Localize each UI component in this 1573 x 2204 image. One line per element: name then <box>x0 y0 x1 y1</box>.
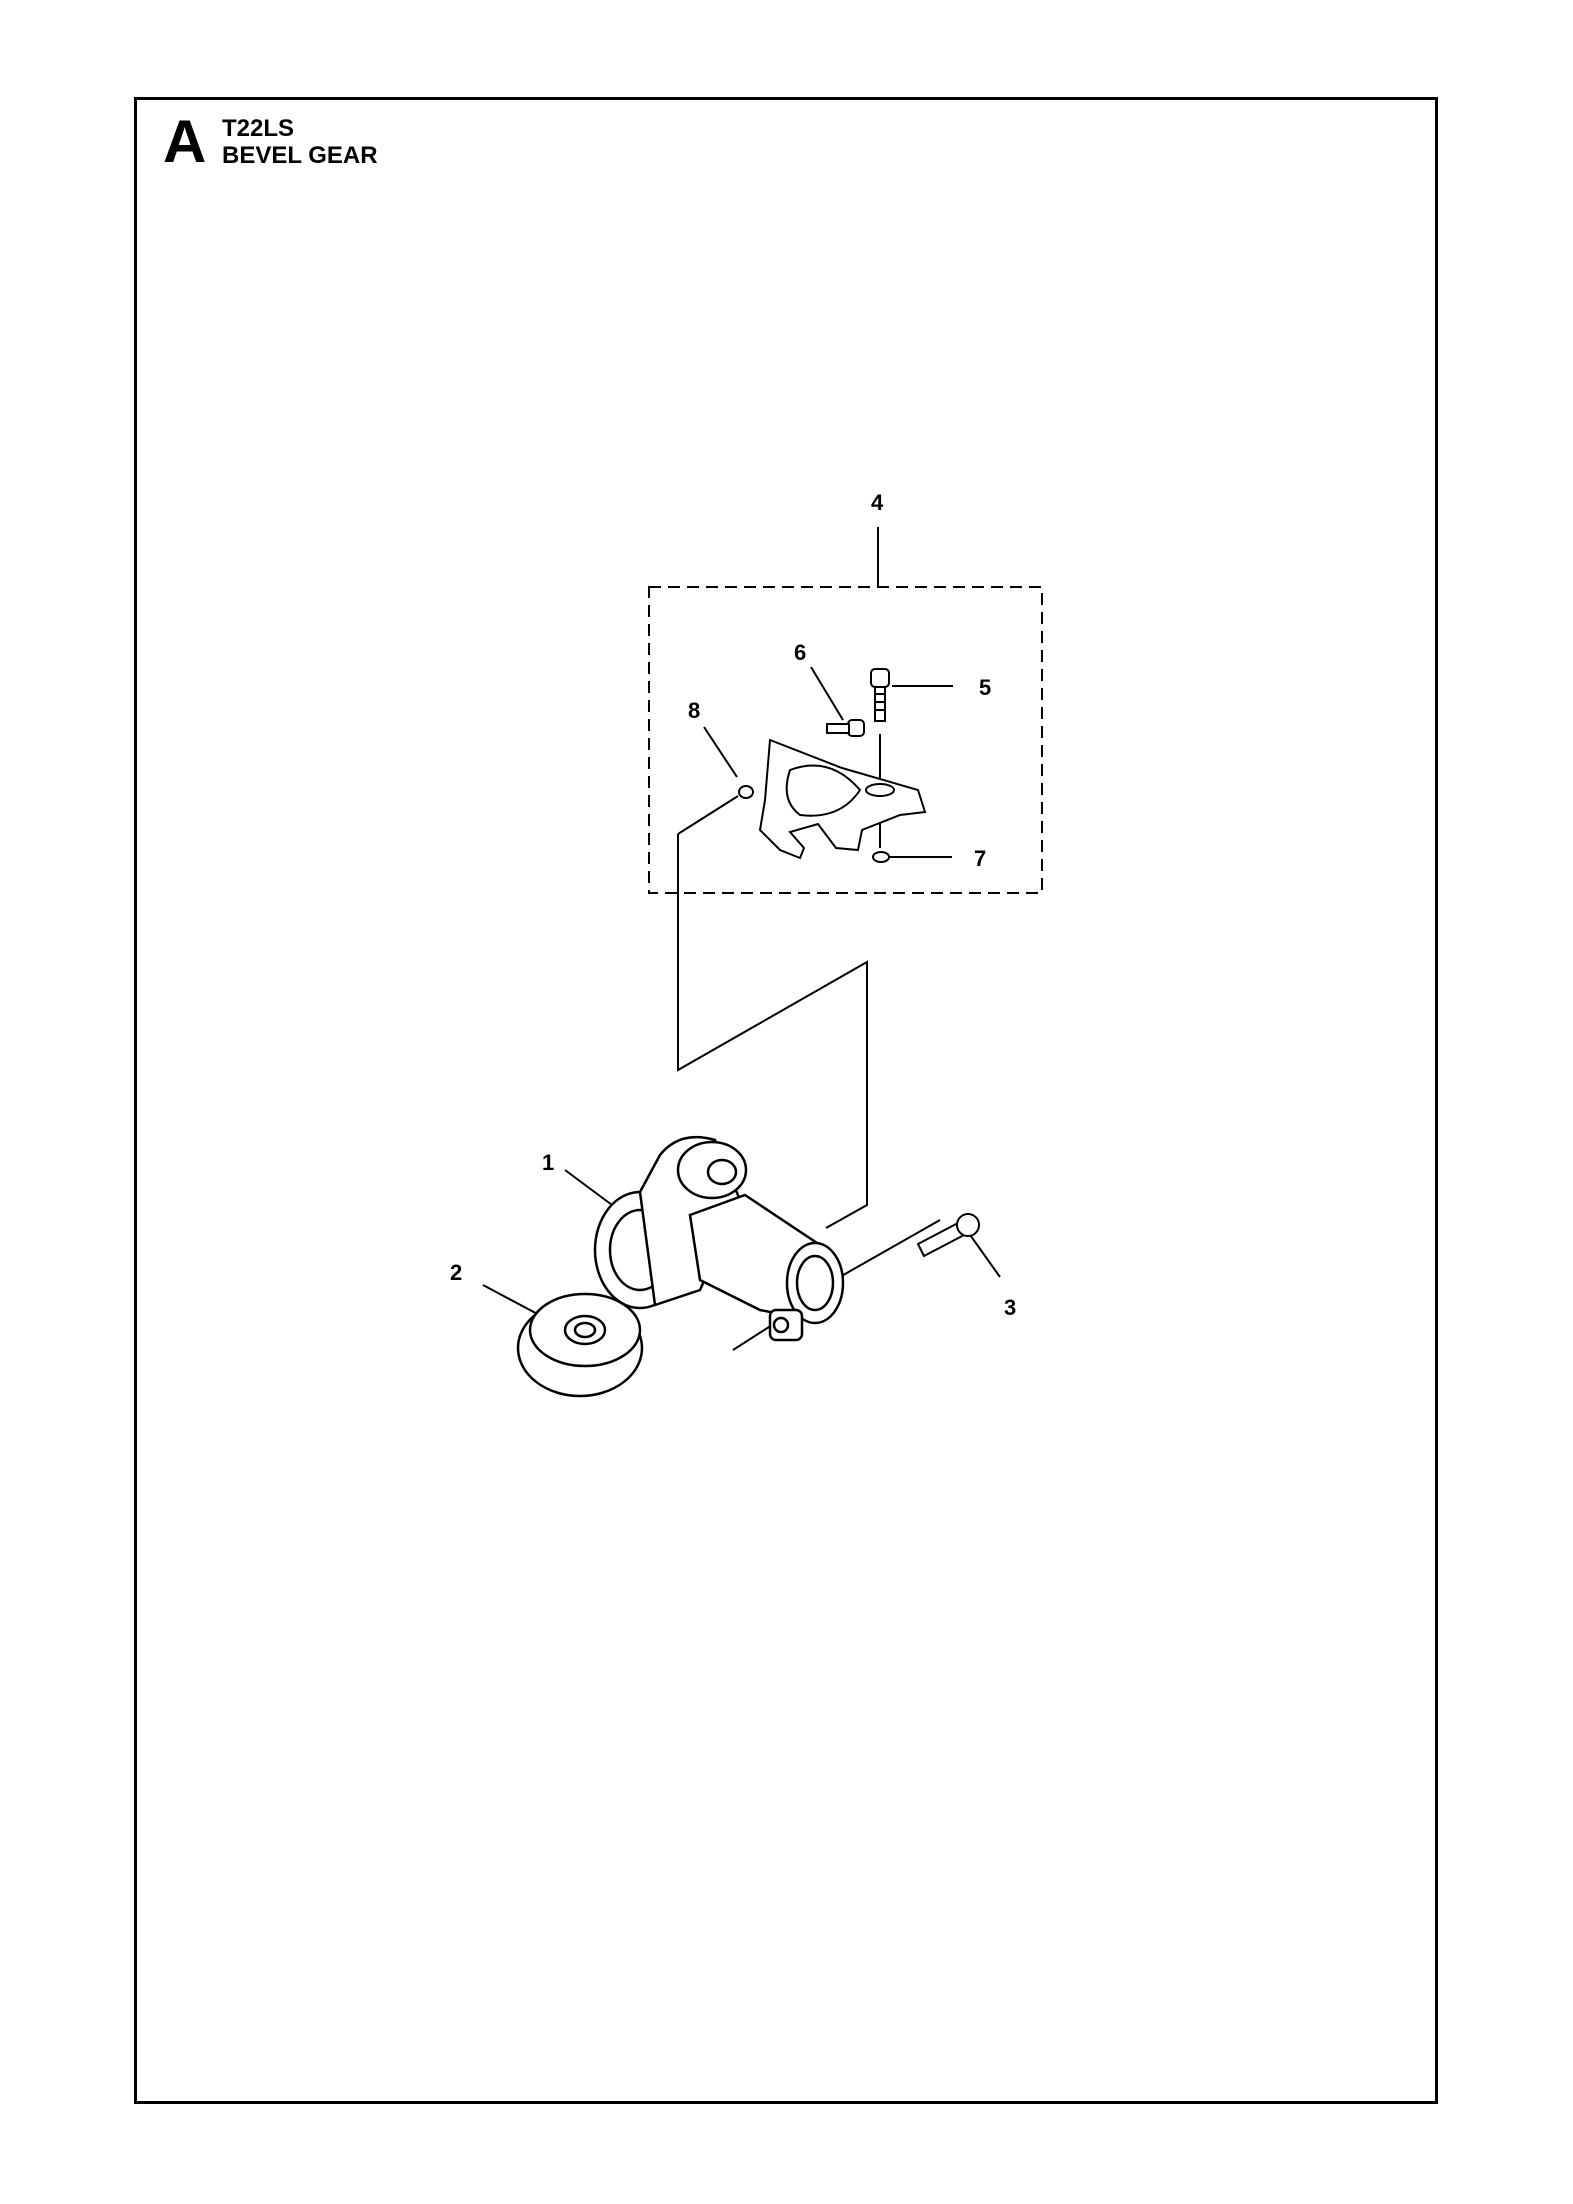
leader-line-2 <box>482 1284 546 1319</box>
callout-4: 4 <box>871 490 884 515</box>
model-name: T22LS <box>222 115 295 142</box>
callout-6: 6 <box>794 640 806 665</box>
screw-3 <box>916 1213 980 1258</box>
assembly-line-screw <box>837 1219 941 1279</box>
leader-line-3 <box>967 1231 1001 1278</box>
screw-5 <box>870 668 890 722</box>
washer-7 <box>872 851 890 863</box>
callout-5: 5 <box>979 675 991 700</box>
diagram-frame <box>134 97 1438 2104</box>
section-letter: A <box>163 108 207 175</box>
screw-6 <box>826 719 865 737</box>
cap-2 <box>516 1292 644 1398</box>
diagram-title: BEVEL GEAR <box>222 142 378 169</box>
assembly-line-bracket <box>677 795 739 835</box>
leader-line-8 <box>703 726 738 778</box>
callout-1: 1 <box>542 1150 554 1175</box>
leader-line-6 <box>810 666 844 721</box>
bevel-gear-housing-1 <box>593 1135 845 1342</box>
callout-7: 7 <box>974 846 986 871</box>
callout-2: 2 <box>450 1260 462 1285</box>
bracket-part <box>758 738 927 860</box>
callout-8: 8 <box>688 698 700 723</box>
nut-8 <box>738 785 754 799</box>
callout-3: 3 <box>1004 1295 1016 1320</box>
assembly-line-routing <box>677 834 868 1229</box>
kit-boundary-dashed-box <box>648 586 1043 894</box>
leader-line-1 <box>564 1169 613 1206</box>
